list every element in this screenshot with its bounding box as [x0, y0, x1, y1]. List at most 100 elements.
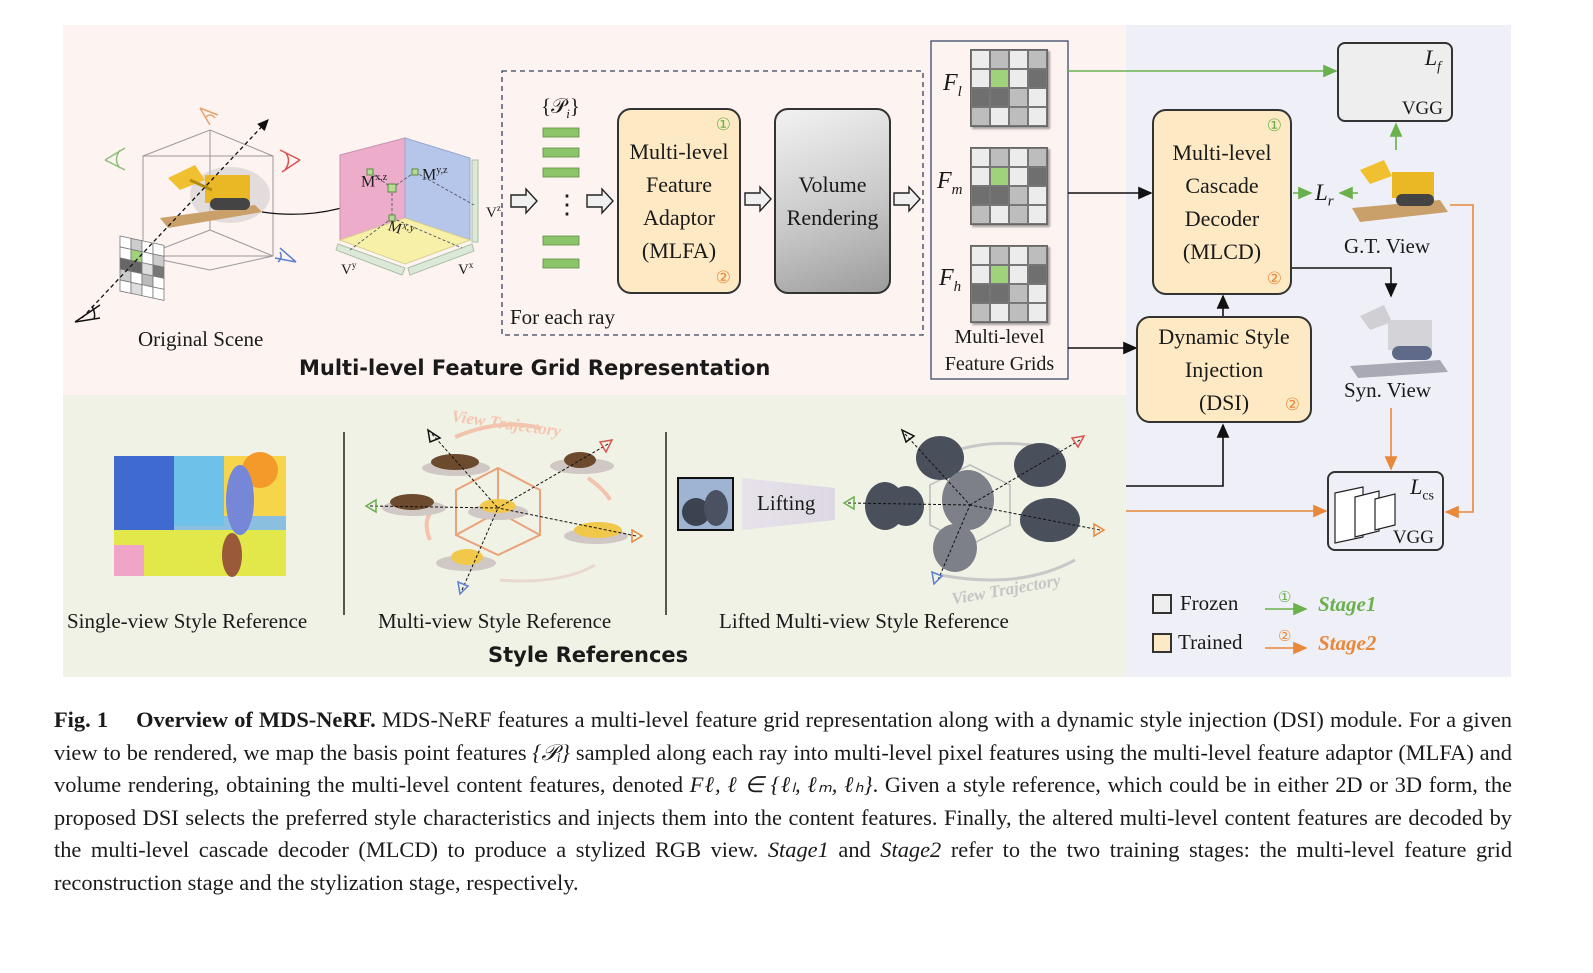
- legend-frozen-label: Frozen: [1180, 591, 1239, 615]
- grid-cell: [1028, 303, 1047, 322]
- plane-label-yz: My,z: [422, 165, 448, 184]
- diagram-connectors: [74, 40, 1474, 655]
- feature-grid-low: [970, 49, 1048, 127]
- stage2-badge: ②: [1284, 395, 1300, 414]
- legend-stage2-badge: ②: [1278, 629, 1292, 645]
- grid-cell: [1009, 69, 1028, 88]
- grid-cell: [990, 186, 1009, 205]
- grid-cell: [971, 284, 990, 303]
- single-view-label: Single-view Style Reference: [67, 609, 308, 633]
- legend-stage2-label: Stage2: [1318, 631, 1377, 655]
- grid-cell: [971, 148, 990, 167]
- mlcd-box: Multi-level Cascade Decoder (MLCD) ① ②: [1152, 109, 1292, 295]
- hollow-arrows: [510, 185, 921, 215]
- dsi-box: Dynamic Style Injection (DSI) ②: [1136, 316, 1312, 423]
- legend-stage1-badge: ①: [1278, 590, 1292, 606]
- feature-grids-frame: [930, 40, 1069, 380]
- grid-cell: [1009, 265, 1028, 284]
- single-view-style-image: [114, 452, 286, 577]
- grid-cell: [990, 50, 1009, 69]
- grid-cell: [971, 205, 990, 224]
- grid-cell: [1009, 50, 1028, 69]
- grid-cell: [971, 303, 990, 322]
- grid-cell: [990, 148, 1009, 167]
- image-plane-grid: [119, 235, 165, 301]
- grid-cell: [990, 246, 1009, 265]
- stage2-badge: ②: [1266, 269, 1282, 288]
- loss-r-label: Lr: [1315, 180, 1334, 210]
- lifted-label: Lifted Multi-view Style Reference: [719, 609, 1009, 633]
- loss-cs-label: Lcs: [1410, 474, 1434, 504]
- point-ellipsis: ⋮: [554, 190, 580, 219]
- feature-grid-high: [970, 245, 1048, 323]
- for-each-ray-frame: [501, 70, 924, 336]
- legend-frozen-swatch: [1152, 594, 1172, 614]
- grid-cell: [990, 107, 1009, 126]
- feature-grid-mid: [970, 147, 1048, 225]
- grid-cell: [1009, 284, 1028, 303]
- vgg-label: VGG: [1392, 527, 1434, 548]
- arrow-gt-to-vgg-cs: [1444, 204, 1474, 519]
- grid-cell: [1009, 205, 1028, 224]
- arrow-mlcd-to-syn: [1292, 267, 1398, 298]
- grid-cell: [1028, 186, 1047, 205]
- representation-section-title: Multi-level Feature Grid Representation: [299, 356, 771, 380]
- grid-cell: [1009, 88, 1028, 107]
- mlfa-box: Multi-level Feature Adaptor (MLFA) ① ②: [617, 108, 741, 294]
- scene-cube: [142, 129, 274, 271]
- grid-cell: [990, 265, 1009, 284]
- point-set-label: {𝒫i}: [541, 94, 580, 122]
- gt-view-label: G.T. View: [1344, 234, 1431, 258]
- grid-cell: [1028, 284, 1047, 303]
- vgg-cs-box: Lcs VGG: [1327, 471, 1444, 551]
- grid-cell: [971, 107, 990, 126]
- multi-view-label: Multi-view Style Reference: [378, 609, 612, 633]
- bulldozer-image: [160, 165, 270, 228]
- grid-cell: [1009, 167, 1028, 186]
- feature-grids-caption: Multi-level Feature Grids: [944, 326, 1055, 375]
- plane-label-xz: Mx,z: [361, 172, 388, 191]
- grid-cell: [1028, 205, 1047, 224]
- vector-label-y: Vy: [341, 260, 357, 278]
- grid-cell: [990, 284, 1009, 303]
- grid-cell: [1028, 246, 1047, 265]
- legend-trained-label: Trained: [1178, 630, 1243, 654]
- grid-cell: [990, 69, 1009, 88]
- volume-rendering-box: Volume Rendering: [774, 108, 891, 294]
- grid-cell: [990, 205, 1009, 224]
- vgg-label: VGG: [1401, 98, 1443, 119]
- grid-cell: [1028, 148, 1047, 167]
- for-each-ray-label: For each ray: [510, 305, 615, 329]
- vector-label-z: Vz: [486, 203, 501, 221]
- multi-view-style-image: [364, 422, 644, 596]
- stage1-badge: ①: [1266, 116, 1282, 135]
- grid-cell: [1028, 265, 1047, 284]
- grid-cell: [1009, 186, 1028, 205]
- math-point-set: {𝒫ᵢ}: [532, 739, 571, 765]
- vector-label-x: Vx: [458, 260, 474, 278]
- figure-title: Overview of MDS-NeRF.: [136, 707, 376, 732]
- point-feature-bars: [542, 127, 580, 269]
- feature-level-high-label: Fh: [939, 265, 962, 295]
- figure-1: Original Scene Mx,z My,z Mx,y Vz Vy Vx {…: [63, 25, 1511, 677]
- feature-level-low-label: Fl: [943, 70, 962, 100]
- legend-trained-swatch: [1152, 633, 1172, 653]
- grid-cell: [971, 167, 990, 186]
- stage2-badge: ②: [715, 268, 731, 287]
- single-view-pears-image: [677, 477, 734, 531]
- vgg-layers-icon-bottom: [1334, 486, 1396, 544]
- grid-cell: [1009, 246, 1028, 265]
- lifting-label: Lifting: [757, 491, 816, 515]
- style-references-section-title: Style References: [488, 643, 689, 667]
- arrow-style-to-dsi: [1126, 423, 1230, 487]
- camera-ray: [81, 119, 269, 319]
- triplane: [335, 137, 479, 276]
- syn-view-image: [1350, 305, 1448, 378]
- grid-cell: [971, 186, 990, 205]
- grid-cell: [1009, 107, 1028, 126]
- legend-stage1-label: Stage1: [1318, 592, 1377, 616]
- math-feature-levels: Fℓ, ℓ ∈ {ℓₗ, ℓₘ, ℓₕ}: [689, 772, 873, 798]
- grid-cell: [1028, 107, 1047, 126]
- vgg-f-box: Lf VGG: [1337, 42, 1453, 122]
